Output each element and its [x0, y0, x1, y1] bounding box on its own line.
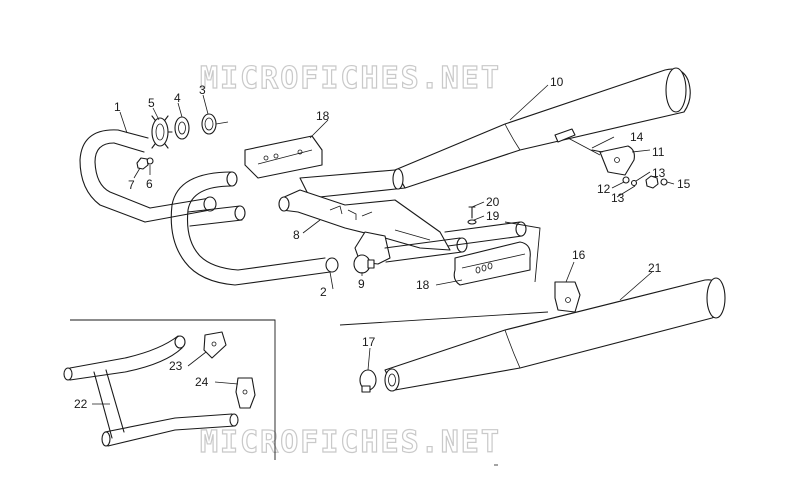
flange-nut-assembly [136, 113, 229, 170]
callout-6: 6 [146, 177, 153, 191]
callout-21: 21 [648, 261, 662, 275]
callout-2: 2 [320, 285, 327, 299]
lower-silencer [384, 277, 726, 392]
watermark-bottom: MICROFICHES.NET [200, 425, 501, 460]
callout-16: 16 [572, 248, 586, 262]
leader-lines [92, 84, 675, 405]
callout-12: 12 [597, 182, 611, 196]
callout-labels: 1 2 3 4 5 6 7 8 9 10 11 12 13 13 14 15 1… [74, 75, 691, 411]
crossover-pipe-22 [63, 335, 239, 447]
callout-11: 11 [652, 145, 665, 159]
callout-18-upper: 18 [316, 109, 330, 123]
frame-line-lower [339, 311, 549, 326]
heat-shield-18-lower [453, 241, 531, 286]
watermark-top: MICROFICHES.NET [200, 61, 501, 96]
frame-line-mid [504, 221, 541, 283]
bracket-16 [554, 281, 581, 313]
callout-15: 15 [677, 177, 691, 191]
callout-1: 1 [114, 100, 121, 114]
callout-18-lower: 18 [416, 278, 430, 292]
header-pipe-lower [170, 171, 339, 286]
callout-9: 9 [358, 277, 365, 291]
callout-10: 10 [550, 75, 564, 89]
bracket-24 [235, 377, 256, 409]
callout-20: 20 [486, 195, 500, 209]
callout-24: 24 [195, 375, 209, 389]
mount-bracket-assembly [591, 145, 668, 189]
callout-19: 19 [486, 209, 500, 223]
screw-washer-19-20 [467, 206, 477, 225]
callout-5: 5 [148, 96, 155, 110]
callout-8: 8 [293, 228, 300, 242]
callout-13b: 13 [611, 191, 625, 205]
inset-frame [70, 319, 276, 460]
callout-4: 4 [174, 91, 181, 105]
callout-13a: 13 [652, 166, 666, 180]
crossover-pipe [278, 189, 527, 265]
callout-3: 3 [199, 83, 206, 97]
clamp-17 [359, 369, 377, 393]
bracket-23 [203, 331, 227, 359]
callout-7: 7 [128, 178, 135, 192]
callout-17: 17 [362, 335, 376, 349]
header-pipe-upper [79, 129, 217, 223]
callout-23: 23 [169, 359, 183, 373]
callout-22: 22 [74, 397, 88, 411]
bracket-18-upper [244, 135, 323, 179]
upper-silencer [299, 67, 691, 199]
callout-14: 14 [630, 130, 644, 144]
